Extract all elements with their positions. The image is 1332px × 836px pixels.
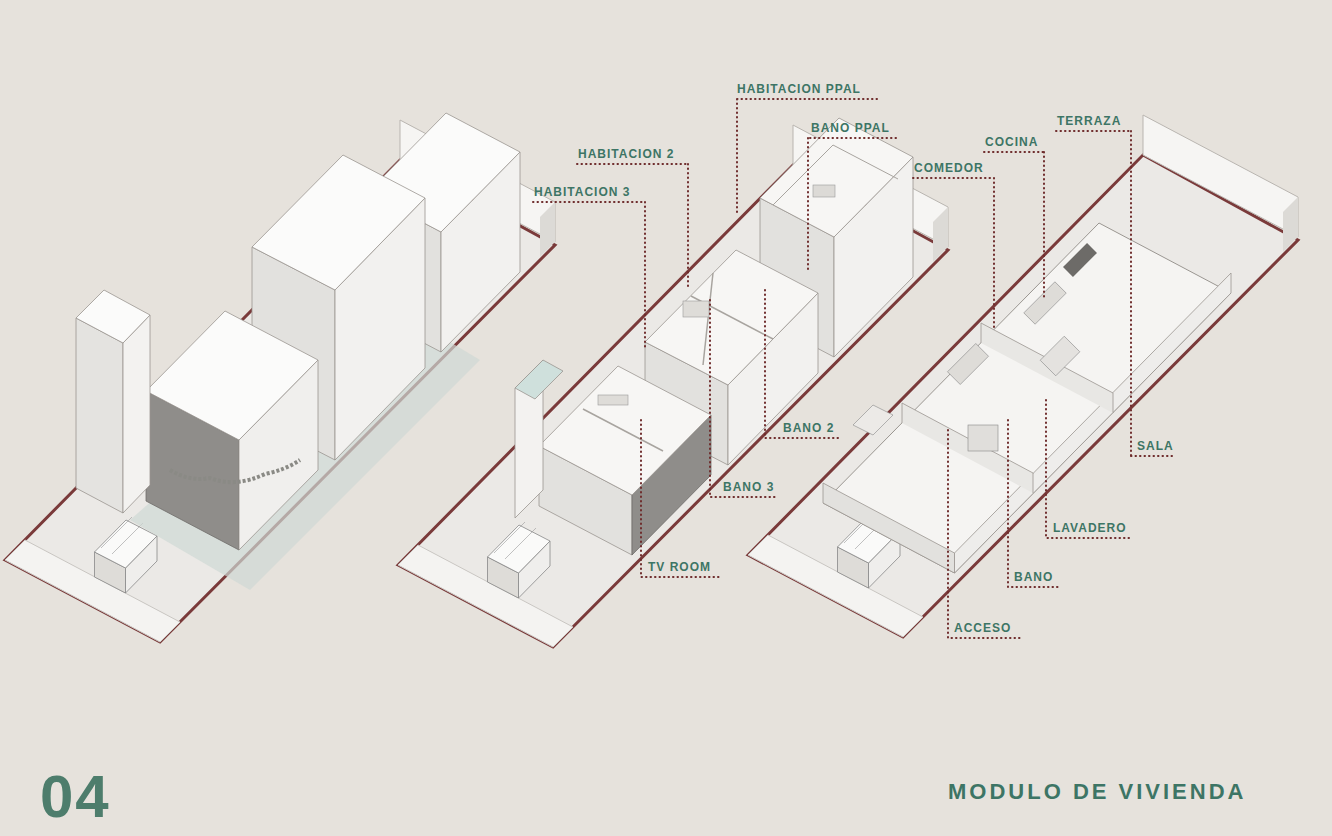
room-label: COCINA	[985, 135, 1038, 149]
room-label: BANO 2	[783, 421, 834, 435]
leader-lines	[533, 99, 1176, 638]
room-label: BANO 3	[723, 480, 774, 494]
room-label: LAVADERO	[1053, 521, 1127, 535]
room-label: COMEDOR	[914, 161, 984, 175]
room-label: BANO	[1014, 570, 1053, 584]
room-label: TV ROOM	[648, 560, 711, 574]
sheet-number: 04	[40, 766, 111, 828]
room-label: BANO PPAL	[811, 121, 890, 135]
room-label: SALA	[1137, 439, 1174, 453]
room-label: HABITACION 3	[534, 185, 630, 199]
room-label: ACCESO	[954, 621, 1011, 635]
room-label: HABITACION PPAL	[737, 82, 861, 96]
room-label: TERRAZA	[1057, 114, 1121, 128]
sheet-title: MODULO DE VIVIENDA	[948, 779, 1246, 805]
room-label: HABITACION 2	[578, 147, 674, 161]
lot-ground-floor	[748, 115, 1298, 637]
